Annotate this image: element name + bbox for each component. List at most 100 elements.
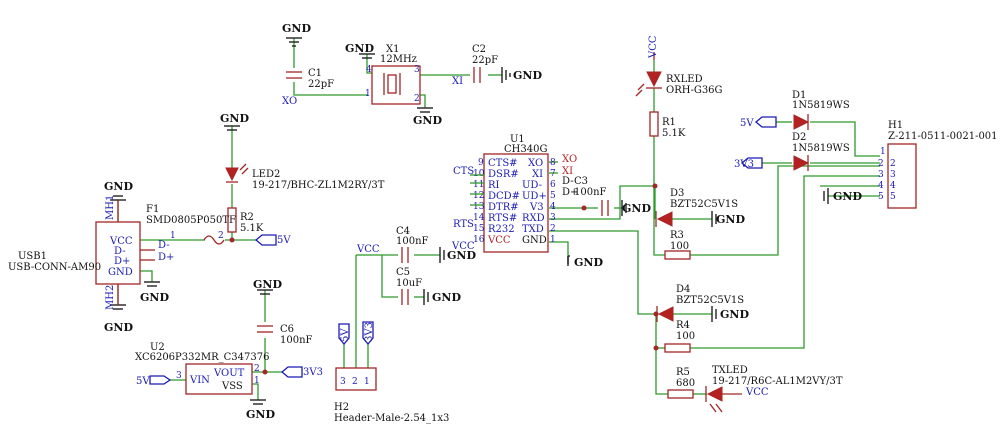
rxled-diode: RXLED ORH-G36G <box>635 71 723 97</box>
u1-pin-num: 5 <box>550 191 556 201</box>
gnd-label: GND <box>220 112 249 125</box>
net-flag-5v-label: 5V <box>740 118 754 129</box>
h1-pin4: 4 <box>890 181 896 191</box>
f1-pin1: 1 <box>170 231 176 241</box>
net-flag-3v3: 3V3 <box>280 366 323 378</box>
u1-pin-num: 7 <box>550 169 556 179</box>
u1-value: CH340G <box>504 144 547 155</box>
gnd-symbol: GND <box>220 112 249 131</box>
f1-fuse: F1 SMD0805P050TF 1 2 <box>146 204 236 245</box>
c4-capacitor: C4 100nF <box>396 226 429 263</box>
u1-ref: U1 <box>510 134 525 145</box>
gnd-label: GND <box>720 308 749 321</box>
usb1-pin-vcc: VCC <box>109 236 133 247</box>
x1-pin1: 1 <box>365 89 371 99</box>
f1-value: SMD0805P050TF <box>146 215 236 226</box>
gnd-symbol: GND <box>413 107 442 127</box>
gnd-label: GND <box>833 190 862 203</box>
net-flag-5v-label: 5V <box>340 328 351 342</box>
u1-pin-name: R232 <box>488 224 515 235</box>
usb1-mh2: MH2 <box>105 285 116 310</box>
usb1-pin-gnd: GND <box>108 267 133 278</box>
r1-resistor: R1 5.1K <box>649 111 686 139</box>
f1-ref: F1 <box>146 204 159 215</box>
d1-diode: D1 1N5819WS <box>792 90 850 130</box>
wire <box>655 348 668 395</box>
c6-value: 100nF <box>280 335 313 346</box>
u1-pin-num: 6 <box>550 180 556 190</box>
u1-pin-num: 3 <box>550 213 556 223</box>
gnd-label: GND <box>413 114 442 127</box>
usb1-value: USB-CONN-AM90 <box>8 262 101 273</box>
wire <box>690 165 880 256</box>
c5-value: 10uF <box>396 278 422 289</box>
u1-right-pins: XO 8 XI 7 UD- 6 UD+ 5 V3 4 RXD 3 TXD 2 G… <box>522 158 556 246</box>
wire <box>810 121 880 157</box>
wires <box>117 38 880 400</box>
u1-pin-num: 11 <box>473 180 484 190</box>
u1-pin-name: DCD# <box>488 191 520 202</box>
x1-pin2: 2 <box>414 94 420 104</box>
wire <box>549 185 655 220</box>
u1-pin-num: 13 <box>473 202 485 212</box>
gnd-label: GND <box>574 256 603 269</box>
u1-pin-name: XO <box>528 158 543 169</box>
x1-pin3: 3 <box>414 65 420 75</box>
u2-pin-vout: VOUT <box>213 368 245 379</box>
c6-capacitor: C6 100nF <box>257 324 313 346</box>
u1-pin-name: TXD <box>522 224 544 235</box>
h1-pin5-outer: 5 <box>878 192 884 202</box>
junction <box>653 311 659 317</box>
wire <box>420 94 426 108</box>
h2-pin3: 3 <box>340 377 346 387</box>
net-flag-3v3: 3V3 <box>734 157 763 170</box>
net-flag-5v-vertical: 5V <box>338 323 351 346</box>
gnd-symbol: GND <box>823 188 862 204</box>
c2-ref: C2 <box>472 44 486 55</box>
gnd-symbol: GND <box>711 211 745 227</box>
u1-pin-name: DSR# <box>488 169 519 180</box>
vcc-flag-vertical: VCC <box>648 35 659 60</box>
wire <box>549 241 569 256</box>
c1-ref: C1 <box>308 68 322 79</box>
u1-net-dm: D- <box>562 176 574 187</box>
net-label-xi: XI <box>562 166 573 177</box>
usb1-connector: MH1 MH2 VCC D- D+ GND D- D+ USB1 USB-CON… <box>8 195 174 310</box>
wire <box>293 82 368 96</box>
h2-pin1: 1 <box>364 377 370 387</box>
u1-pin-num: 9 <box>478 158 484 168</box>
led2-value: 19-217/BHC-ZL1M2RY/3T <box>252 180 385 191</box>
gnd-symbol: GND <box>140 281 169 304</box>
h1-ref: H1 <box>888 120 903 131</box>
net-label-vcc: VCC <box>745 387 769 398</box>
h2-ref: H2 <box>334 402 349 413</box>
txled-ref: TXLED <box>712 365 748 376</box>
wire <box>381 255 398 298</box>
net-flag-5v: 5V <box>136 375 172 387</box>
gnd-label: GND <box>104 321 133 334</box>
led2-diode: LED2 19-217/BHC-ZL1M2RY/3T <box>225 163 385 191</box>
net-label-vcc: VCC <box>451 241 475 252</box>
c3-capacitor: C3 100nF <box>574 176 609 216</box>
c5-capacitor: C5 10uF <box>396 267 422 305</box>
gnd-label: GND <box>622 202 651 215</box>
h1-pin5: 5 <box>890 192 896 202</box>
u1-pin-num: 10 <box>473 169 485 179</box>
txled-diode: TXLED 19-217/R6C-AL1M2VY/3T VCC <box>705 365 843 413</box>
gnd-label: GND <box>253 278 282 291</box>
u1-pin-name: UD- <box>522 180 542 191</box>
d3-zener: D3 BZT52C5V1S <box>655 188 738 227</box>
u1-pin-num: 8 <box>550 158 556 168</box>
gnd-label: GND <box>345 42 374 55</box>
net-label-vcc: VCC <box>356 244 380 255</box>
u1-pin-name: GND <box>522 235 547 246</box>
net-label-xo: XO <box>282 96 297 107</box>
d1-value: 1N5819WS <box>792 100 850 111</box>
d4-zener: D4 BZT52C5V1S <box>656 284 744 322</box>
r5-value: 680 <box>676 378 695 389</box>
r3-value: 100 <box>670 241 689 252</box>
d4-value: BZT52C5V1S <box>676 295 744 306</box>
h1-value: Z-211-0511-0021-001 <box>888 131 998 142</box>
led2-ref: LED2 <box>252 169 280 180</box>
